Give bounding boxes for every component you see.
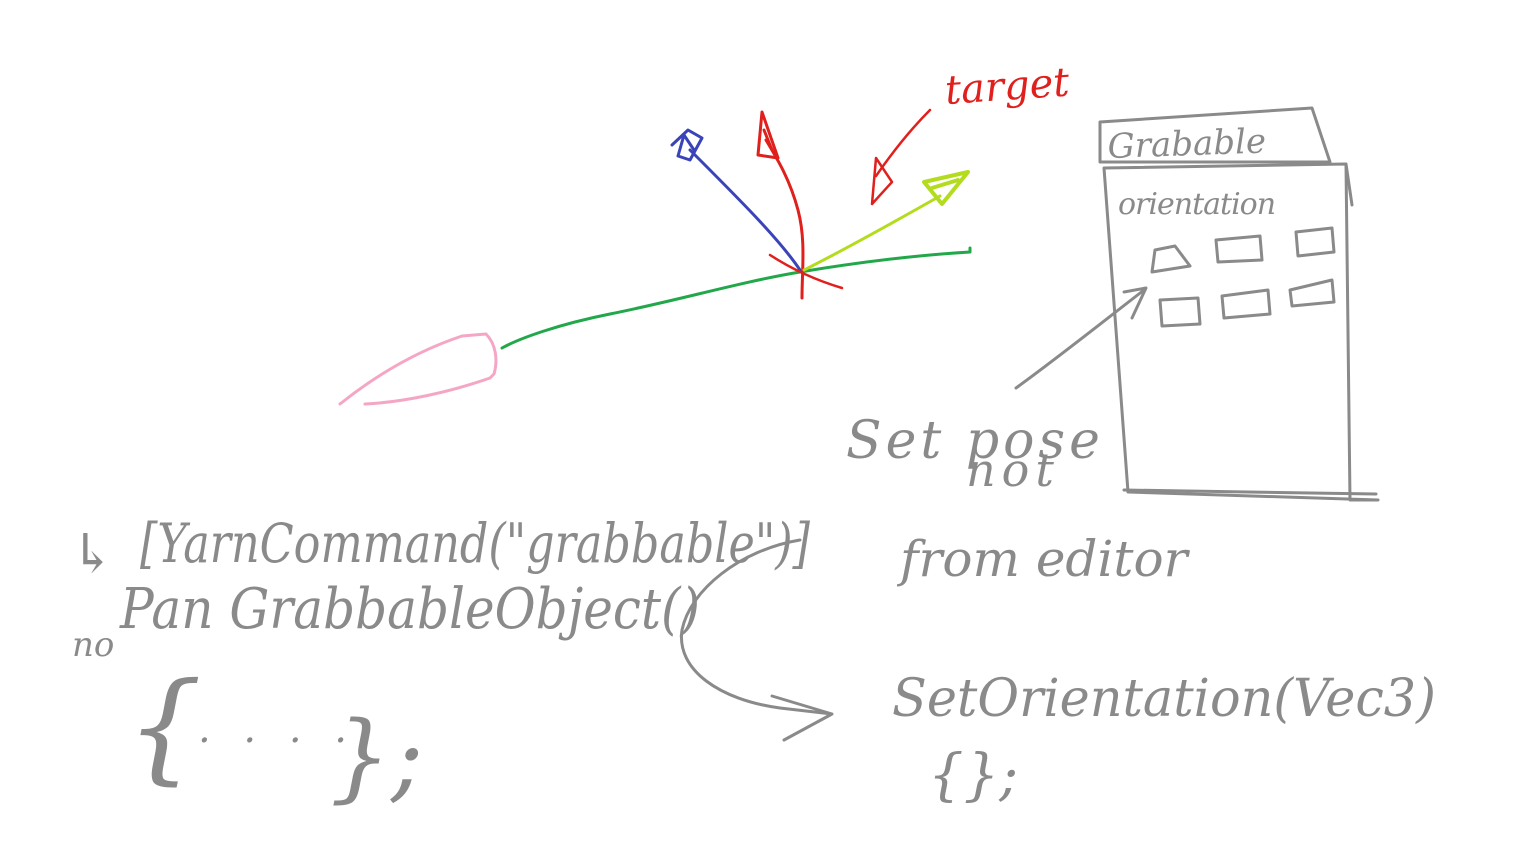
panel-frame-right <box>1122 162 1378 496</box>
axis-arrow-blue-icon <box>670 128 704 162</box>
target-label: target <box>943 59 1071 114</box>
lime-axis-line <box>802 194 942 272</box>
axis-arrow-lime-icon <box>922 170 970 206</box>
code-body-close: }; <box>330 701 423 813</box>
target-arrow-icon <box>870 156 894 206</box>
result-body: {}; <box>928 743 1018 808</box>
axis-arrow-red-icon <box>756 110 780 160</box>
blue-axis-line <box>688 148 802 272</box>
panel-subtitle: orientation <box>1118 187 1275 222</box>
note-line3: from editor <box>896 530 1191 588</box>
code-body-ellipsis: . . . . <box>198 706 357 752</box>
axis-gizmo <box>338 108 972 406</box>
panel-pointer-arrow <box>1014 286 1148 390</box>
target-arrow-line <box>874 108 932 178</box>
red-cross-line <box>768 253 844 290</box>
note-line2: not <box>966 443 1060 497</box>
green-axis-line <box>500 246 972 350</box>
panel-outline <box>1098 106 1380 502</box>
grabable-panel <box>1014 106 1380 502</box>
note-line1: Set pose <box>846 411 1104 471</box>
code-method: Pan GrabbableObject() <box>119 577 700 642</box>
panel-slot-icon <box>1150 226 1336 328</box>
curved-arrow <box>679 538 834 742</box>
panel-title: Grabable <box>1107 121 1267 167</box>
code-prefix-left: no <box>72 625 114 665</box>
code-prefix-arrow: ↳ <box>70 522 115 585</box>
code-attribute: [YarnCommand("grabbable")] <box>140 512 811 575</box>
code-body-open: { <box>126 658 202 797</box>
result-method: SetOrientation(Vec3) <box>892 669 1436 729</box>
object-blob-icon <box>338 332 498 406</box>
